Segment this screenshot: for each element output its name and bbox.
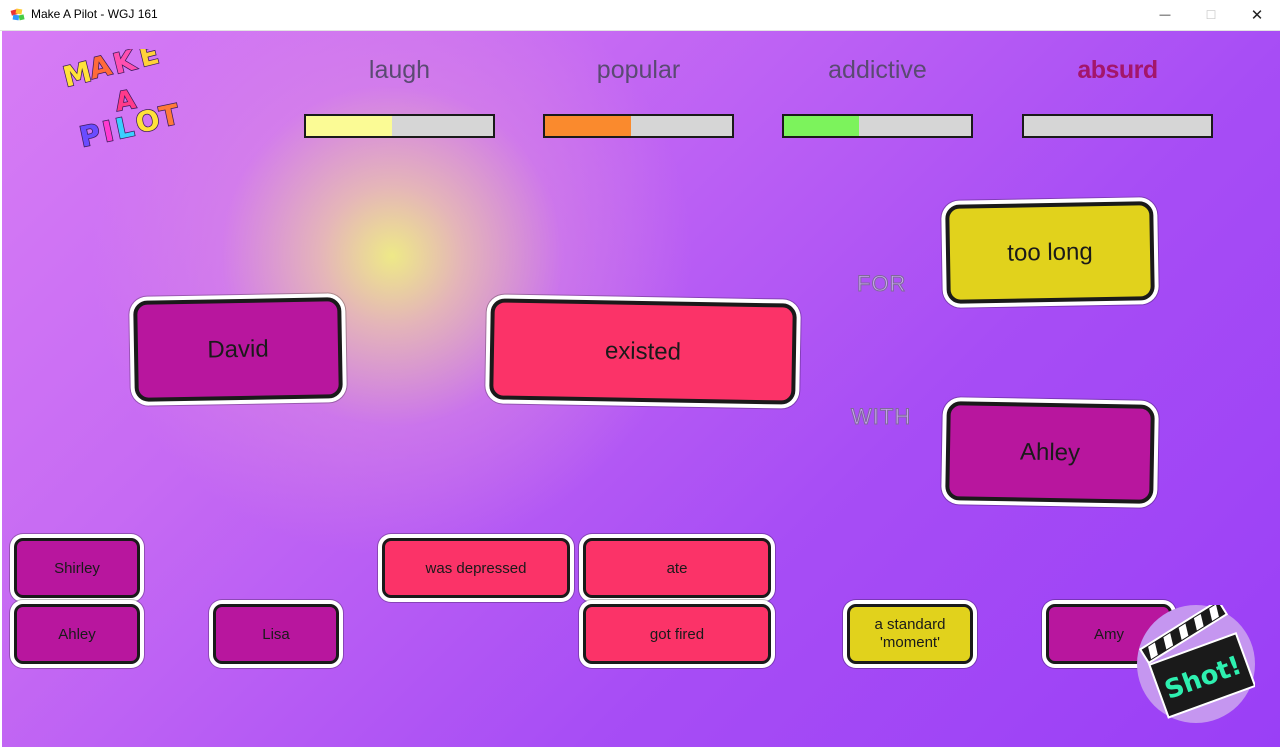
hand-card-text: got fired xyxy=(649,625,705,643)
window-titlebar: Make A Pilot - WGJ 161 — ☐ ✕ xyxy=(0,0,1280,31)
meter-addictive: addictive xyxy=(782,55,973,138)
close-button[interactable]: ✕ xyxy=(1234,0,1280,30)
hand-card-ate[interactable]: ate xyxy=(583,538,771,598)
hand-card-text: ate xyxy=(666,559,688,577)
hand-card-lisa[interactable]: Lisa xyxy=(213,604,339,664)
close-icon: ✕ xyxy=(1250,7,1264,24)
meter-fill-laugh xyxy=(306,116,393,136)
meter-absurd: absurd xyxy=(1022,55,1213,138)
meter-label-absurd: absurd xyxy=(1077,56,1158,84)
with-label: WITH xyxy=(850,404,912,430)
hand-card-text: Amy xyxy=(1094,625,1124,643)
hand-card-was-depressed[interactable]: was depressed xyxy=(382,538,570,598)
hand-card-standard-moment[interactable]: a standard 'moment' xyxy=(847,604,973,664)
shot-button[interactable]: Shot! xyxy=(1137,599,1257,723)
hand-card-text: Lisa xyxy=(262,625,290,643)
hand-card-ahley[interactable]: Ahley xyxy=(14,604,140,664)
minimize-icon: — xyxy=(1159,9,1171,21)
app-icon xyxy=(10,8,25,21)
minimize-button[interactable]: — xyxy=(1142,0,1188,30)
clapperboard-icon: Shot! xyxy=(1138,599,1257,719)
meter-fill-popular xyxy=(545,116,632,136)
for-label: FOR xyxy=(856,271,907,297)
meter-label-laugh: laugh xyxy=(368,56,431,84)
svg-text:M: M xyxy=(62,55,95,94)
hand-card-text-line2: 'moment' xyxy=(880,634,940,651)
maximize-icon: ☐ xyxy=(1205,8,1217,22)
verb-slot-text: existed xyxy=(604,336,682,366)
hand-card-text: was depressed xyxy=(425,559,527,577)
meter-track-laugh xyxy=(304,114,495,138)
verb-slot-card[interactable]: existed xyxy=(489,298,797,405)
hand-card-got-fired[interactable]: got fired xyxy=(583,604,771,664)
meter-track-popular xyxy=(543,114,734,138)
meter-track-absurd xyxy=(1022,114,1213,138)
svg-text:E: E xyxy=(136,49,163,74)
make-a-pilot-logo: M A K E A P I L O T xyxy=(62,49,183,154)
meter-track-addictive xyxy=(782,114,973,138)
hand-card-text: Ahley xyxy=(58,625,96,643)
window-title: Make A Pilot - WGJ 161 xyxy=(31,7,158,21)
for-slot-text: too long xyxy=(1007,237,1093,267)
meter-popular: popular xyxy=(543,55,734,138)
svg-text:P: P xyxy=(77,117,104,154)
meter-label-addictive: addictive xyxy=(828,56,927,84)
meter-laugh: laugh xyxy=(304,55,495,138)
svg-text:K: K xyxy=(110,49,140,81)
hand-card-shirley[interactable]: Shirley xyxy=(14,538,140,598)
meter-label-popular: popular xyxy=(596,56,681,84)
meter-fill-addictive xyxy=(784,116,859,136)
subject-slot-text: David xyxy=(207,334,269,364)
for-slot-card[interactable]: too long xyxy=(945,201,1155,304)
hand-card-text: Shirley xyxy=(54,559,100,577)
with-slot-text: Ahley xyxy=(1019,437,1081,467)
hand-card-text-line1: a standard xyxy=(874,616,946,633)
maximize-button[interactable]: ☐ xyxy=(1188,0,1234,30)
game-area: M A K E A P I L O T laugh popular addict… xyxy=(2,31,1280,747)
subject-slot-card[interactable]: David xyxy=(133,297,343,402)
with-slot-card[interactable]: Ahley xyxy=(945,401,1155,504)
